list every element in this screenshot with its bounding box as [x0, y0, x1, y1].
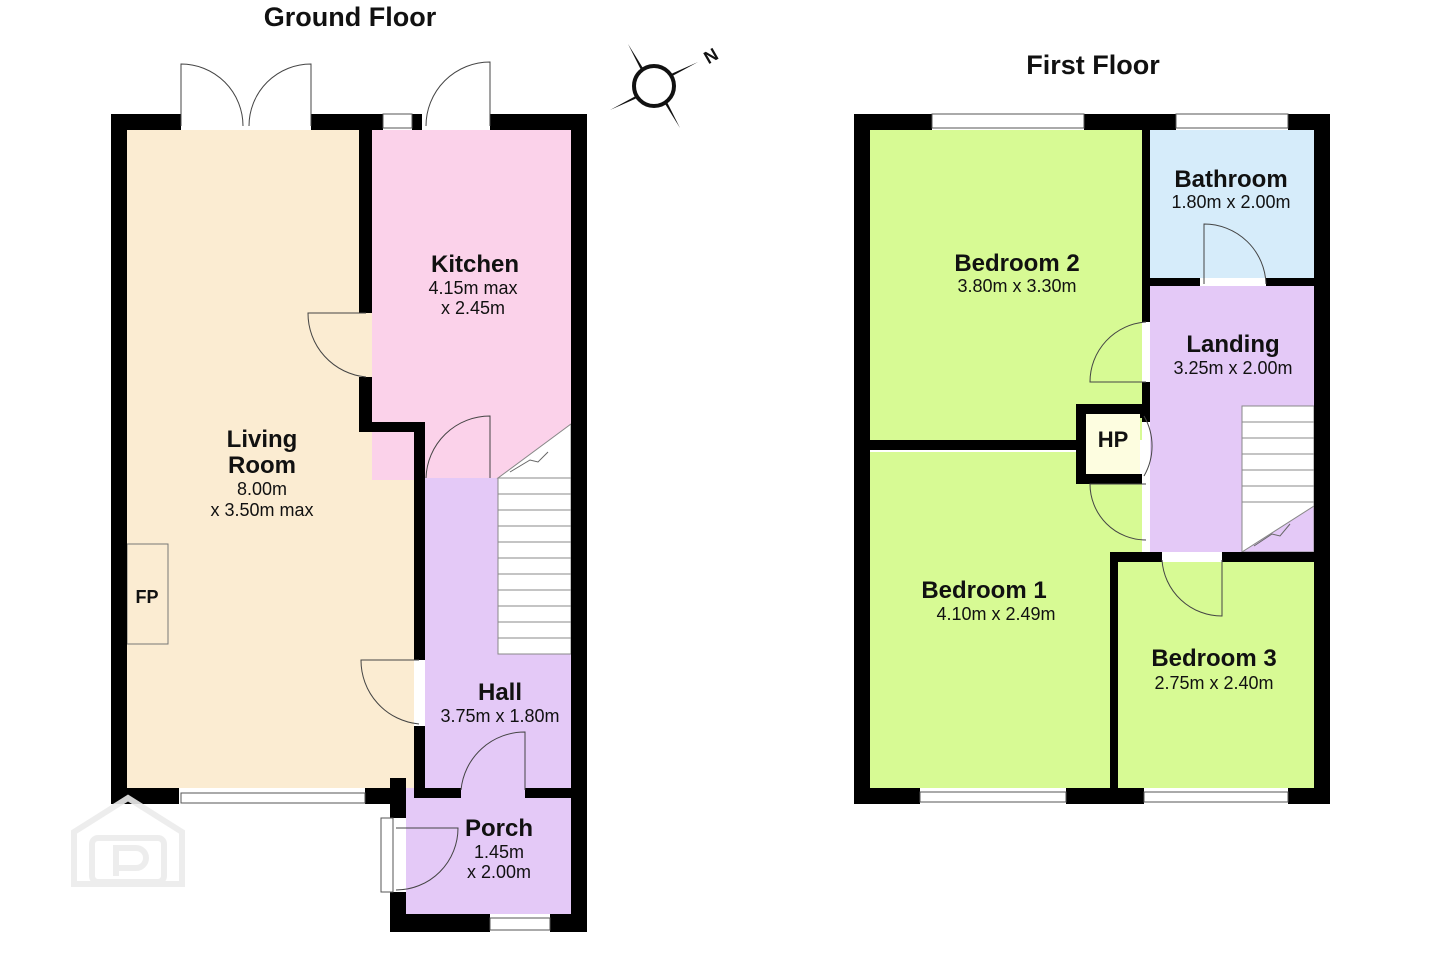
bedroom-3-dim: 2.75m x 2.40m — [1154, 673, 1273, 693]
first-staircase — [1240, 405, 1315, 553]
window — [1175, 113, 1289, 129]
kitchen-back-door — [425, 61, 491, 127]
bathroom-area — [1150, 130, 1314, 278]
kitchen-area — [372, 130, 571, 480]
landing-name: Landing — [1186, 331, 1279, 358]
french-door-right — [248, 63, 312, 127]
bedroom-2-dim: 3.80m x 3.30m — [957, 276, 1076, 296]
window — [382, 113, 413, 129]
bedroom-1-door — [1089, 483, 1147, 541]
wall — [1076, 404, 1142, 414]
wall — [425, 788, 461, 798]
wall — [414, 726, 425, 798]
ground-staircase — [496, 423, 572, 655]
bedroom-1-name: Bedroom 1 — [921, 577, 1046, 604]
bedroom-3-name: Bedroom 3 — [1151, 645, 1276, 672]
bedroom-3-door — [1161, 559, 1223, 617]
living-room-dim-2: x 3.50m max — [210, 500, 313, 520]
bedroom-2-name: Bedroom 2 — [954, 250, 1079, 277]
living-kitchen-door — [307, 312, 367, 378]
wall — [311, 114, 383, 130]
wall — [390, 778, 406, 818]
wall — [854, 114, 932, 130]
living-room-dim-1: 8.00m — [237, 479, 287, 499]
bedroom-2-door — [1089, 321, 1147, 383]
wall — [854, 788, 920, 804]
bathroom-dim: 1.80m x 2.00m — [1171, 192, 1290, 212]
window — [919, 791, 1067, 803]
wall — [1140, 404, 1150, 418]
wall — [1222, 552, 1314, 562]
wall — [490, 114, 587, 130]
living-room-name-2: Room — [228, 452, 296, 479]
wall — [412, 114, 422, 130]
porch-name: Porch — [465, 815, 533, 842]
bedroom-1-dim: 4.10m x 2.49m — [936, 604, 1055, 624]
kitchen-name: Kitchen — [431, 251, 519, 278]
wall — [1314, 114, 1330, 804]
window — [380, 817, 394, 893]
bedroom-3-area — [1118, 562, 1314, 788]
bathroom-name: Bathroom — [1174, 166, 1287, 193]
wall — [1110, 552, 1118, 788]
hotpress-area — [1086, 414, 1140, 474]
bedroom-1-area — [870, 452, 1110, 788]
window — [931, 113, 1085, 129]
wall — [414, 422, 425, 660]
window — [489, 917, 551, 931]
wall — [1142, 278, 1200, 286]
porch-area — [406, 788, 571, 914]
hall-porch-door — [460, 731, 526, 791]
kitchen-dim-1: 4.15m max — [428, 278, 517, 298]
window — [1143, 791, 1289, 803]
wall — [390, 914, 490, 932]
living-hall-door — [360, 659, 420, 725]
ground-floor: FP Ground F — [111, 2, 587, 932]
wall — [1084, 114, 1176, 130]
porch-dim-1: 1.45m — [474, 842, 524, 862]
wall — [550, 914, 587, 932]
wall — [1110, 552, 1162, 562]
compass-north-label: N — [700, 44, 721, 68]
kitchen-hall-door — [425, 415, 491, 479]
kitchen-dim-2: x 2.45m — [441, 298, 505, 318]
wall — [1266, 278, 1314, 286]
landing-dim: 3.25m x 2.00m — [1173, 358, 1292, 378]
hotpress-door — [1143, 415, 1153, 477]
hall-name: Hall — [478, 679, 522, 706]
wall — [1076, 474, 1142, 484]
wall — [854, 114, 870, 804]
french-door-left — [180, 63, 244, 127]
ground-floor-title: Ground Floor — [264, 2, 437, 32]
porch-dim-2: x 2.00m — [467, 862, 531, 882]
hotpress-label: HP — [1098, 427, 1129, 452]
wall — [1066, 788, 1144, 804]
wall — [1288, 788, 1330, 804]
first-floor: First Floor Bedroom 2 3.80m x 3.30m Bath… — [854, 50, 1330, 804]
wall — [571, 114, 587, 932]
fireplace-label: FP — [135, 587, 158, 607]
living-room-name-1: Living — [227, 426, 298, 453]
first-floor-title: First Floor — [1026, 50, 1160, 80]
wall — [111, 114, 127, 804]
bathroom-door — [1203, 223, 1267, 285]
hall-dim: 3.75m x 1.80m — [440, 706, 559, 726]
wall — [1076, 404, 1086, 482]
wall — [359, 377, 372, 429]
wall — [111, 114, 181, 130]
bedroom-2-area — [870, 130, 1142, 440]
wall — [359, 130, 372, 313]
wall — [1142, 130, 1150, 322]
fireplace — [126, 543, 169, 645]
bedroom-1-passage — [1090, 484, 1142, 552]
porch-front-door — [395, 827, 459, 891]
watermark-logo — [71, 794, 185, 887]
wall — [870, 440, 1076, 450]
wall — [359, 422, 425, 432]
wall — [1142, 382, 1150, 422]
window — [180, 792, 366, 804]
wall — [525, 788, 571, 798]
compass-icon: N — [610, 44, 722, 128]
